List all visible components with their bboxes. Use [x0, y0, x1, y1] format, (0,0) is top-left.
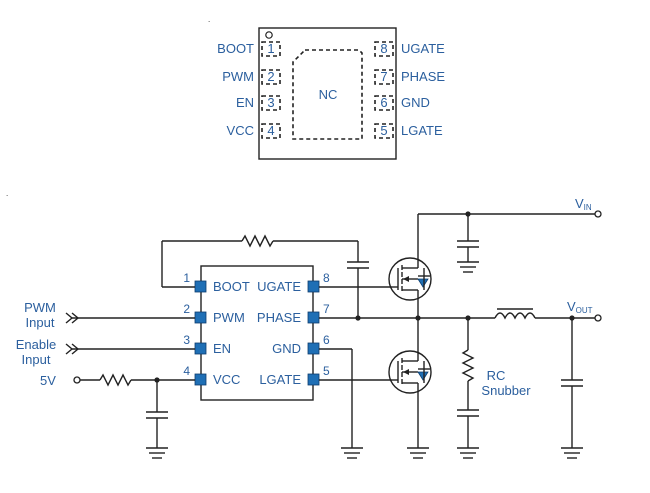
pin-pad	[194, 342, 207, 355]
ic-pin-2: 2 PWM	[183, 302, 244, 325]
ic-pin-number: 2	[183, 302, 190, 316]
svg-text:.: .	[208, 15, 210, 24]
package-pin-name: BOOT	[217, 41, 254, 56]
ic-pin-number: 1	[183, 271, 190, 285]
package-pin-number: 6	[380, 95, 387, 110]
ic-pin-number: 8	[323, 271, 330, 285]
ground-symbol-vout	[561, 447, 583, 459]
ic-pin-number: 3	[183, 333, 190, 347]
ic-pin-number: 5	[323, 364, 330, 378]
enable-input-label-2: Input	[22, 352, 51, 367]
snubber-resistor	[461, 349, 475, 382]
vin-terminal	[594, 210, 602, 218]
pin-pad	[307, 342, 320, 355]
package-pin-6: 6 GND	[374, 95, 430, 111]
package-pin-number: 3	[267, 95, 274, 110]
ic-pin-number: 4	[183, 364, 190, 378]
pwm-input-label: PWM	[24, 300, 56, 315]
package-pin-4: 4 VCC	[227, 123, 281, 139]
ic-pin-number: 7	[323, 302, 330, 316]
low-side-mosfet	[388, 350, 432, 394]
driver-ic-body	[200, 265, 314, 401]
application-circuit: 1 BOOT 2 PWM 3 EN 4 VCC 8 UGATE 7 PHASE	[16, 196, 602, 459]
package-pin-7: 7 PHASE	[374, 69, 445, 85]
package-pin-name: PWM	[222, 69, 254, 84]
output-inductor	[494, 308, 536, 320]
ground-symbol-ic	[341, 447, 363, 459]
vout-terminal	[594, 314, 602, 322]
ic-pin-4: 4 VCC	[183, 364, 240, 387]
package-pin-number: 7	[380, 69, 387, 84]
supply-terminal	[73, 376, 81, 384]
pin-pad	[194, 280, 207, 293]
ground-symbol-vin	[457, 261, 479, 273]
supply-5v-label: 5V	[40, 373, 56, 388]
package-pin-number: 8	[380, 41, 387, 56]
high-side-mosfet	[388, 257, 432, 301]
pin-pad	[307, 311, 320, 324]
package-pin-name: UGATE	[401, 41, 445, 56]
package-pin-3: 3 EN	[236, 95, 281, 111]
ic-pin-number: 6	[323, 333, 330, 347]
package-pinout: . NC 1 BOOT 2 PWM 3 EN 4 VCC 8	[208, 15, 445, 160]
ic-pin-name: PWM	[213, 310, 245, 325]
pin1-marker	[265, 31, 273, 39]
pin-pad	[194, 373, 207, 386]
ic-pin-name: VCC	[213, 372, 240, 387]
ic-pin-name: PHASE	[257, 310, 301, 325]
package-pin-number: 2	[267, 69, 274, 84]
package-pin-number: 5	[380, 123, 387, 138]
snubber-label: RC	[487, 368, 506, 383]
ic-pin-name: UGATE	[257, 279, 301, 294]
vin-label: VIN	[575, 196, 592, 212]
vcc-resistor	[99, 373, 132, 387]
vout-label: VOUT	[567, 299, 593, 315]
ic-pin-name: GND	[272, 341, 301, 356]
boot-resistor	[241, 234, 274, 248]
package-pin-number: 1	[267, 41, 274, 56]
pin-pad	[307, 280, 320, 293]
ic-pin-8: 8 UGATE	[257, 271, 330, 294]
ic-pin-7: 7 PHASE	[257, 302, 330, 325]
ground-symbol-lowside	[407, 447, 429, 459]
package-pin-2: 2 PWM	[222, 69, 281, 85]
ic-pin-name: LGATE	[259, 372, 301, 387]
package-pin-name: EN	[236, 95, 254, 110]
package-pin-1: 1 BOOT	[217, 41, 281, 57]
ground-symbol-snubber	[457, 447, 479, 459]
ic-pin-name: BOOT	[213, 279, 250, 294]
package-pin-name: GND	[401, 95, 430, 110]
pad-label: NC	[319, 87, 338, 102]
ground-symbol-vcc	[146, 447, 168, 459]
package-pin-name: PHASE	[401, 69, 445, 84]
enable-input-label: Enable	[16, 337, 56, 352]
pwm-input-label-2: Input	[26, 315, 55, 330]
package-pin-name: VCC	[227, 123, 254, 138]
package-pin-8: 8 UGATE	[374, 41, 445, 57]
snubber-label-2: Snubber	[481, 383, 531, 398]
package-pin-name: LGATE	[401, 123, 443, 138]
pin-pad	[307, 373, 320, 386]
package-pin-5: 5 LGATE	[374, 123, 443, 139]
pin-pad	[194, 311, 207, 324]
package-pin-number: 4	[267, 123, 274, 138]
exposed-pad	[292, 49, 363, 140]
svg-text:.: .	[6, 189, 8, 198]
ic-pin-name: EN	[213, 341, 231, 356]
